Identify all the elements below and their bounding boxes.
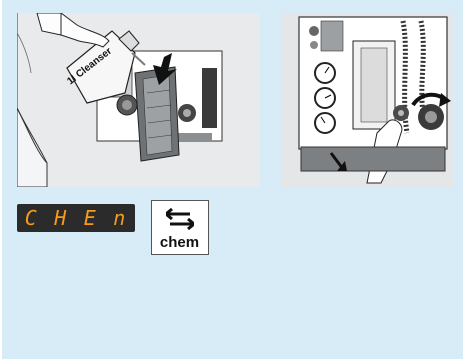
chem-button[interactable]: chem: [151, 200, 209, 255]
segment-display: C H E n: [17, 204, 135, 232]
cleanser-pour-illustration: 1l Cleanser: [17, 13, 260, 187]
service-panel-illustration: [281, 13, 454, 187]
display-segment-2: H: [54, 206, 69, 230]
cleanser-pour-drawing: [17, 13, 223, 187]
service-panel-drawing: [298, 16, 451, 184]
display-segment-1: C: [24, 206, 39, 230]
switch-arrows-icon: [166, 208, 194, 230]
chem-button-label: chem: [159, 234, 200, 251]
display-segment-3: E: [83, 206, 98, 230]
display-readout: C H E n: [17, 206, 135, 230]
display-segment-4: n: [113, 206, 128, 230]
